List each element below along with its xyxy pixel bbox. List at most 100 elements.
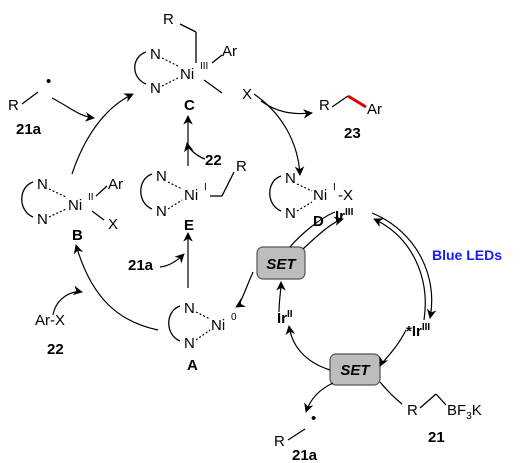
arrow-ir3-to-ir3-excited bbox=[371, 212, 437, 319]
e-ch2-r-bond bbox=[221, 171, 235, 197]
arrow-ir2-to-set1 bbox=[276, 281, 286, 313]
a-ni-ox: 0 bbox=[231, 312, 237, 323]
e-ni: Ni bbox=[184, 187, 198, 204]
c-ni-ar-bond bbox=[211, 54, 223, 64]
arrow-ir3-to-set1 bbox=[289, 211, 336, 248]
arrow-ir3-excited-to-ir3 bbox=[373, 218, 426, 321]
b-ni: Ni bbox=[68, 197, 82, 214]
e-n-top: N bbox=[156, 168, 167, 185]
a-ligand-arc bbox=[168, 305, 181, 342]
r21-r-ch2-bond bbox=[419, 393, 437, 409]
p23-new-c-c-bond bbox=[347, 94, 367, 109]
b-ni-ox: II bbox=[88, 192, 94, 203]
arrow-set1-to-ir3 bbox=[302, 216, 344, 250]
arrow-set2-to-ir2 bbox=[285, 325, 331, 371]
r21a-bottom-r: R bbox=[274, 433, 285, 450]
p23-ar: Ar bbox=[367, 101, 382, 118]
a-dative-bond-1 bbox=[195, 311, 211, 320]
label-21: 21 bbox=[428, 429, 445, 446]
arrow-22-to-c bbox=[183, 142, 206, 160]
ir-iii-excited: *IrIII bbox=[406, 322, 430, 340]
set-box-1-label: SET bbox=[266, 256, 297, 273]
c-dative-bond-1 bbox=[161, 57, 179, 67]
label-c: C bbox=[184, 97, 195, 114]
ir-ii: IrII bbox=[277, 309, 293, 327]
e-r: R bbox=[236, 158, 247, 175]
complex-e: N N Ni I R E bbox=[140, 158, 247, 234]
arrow-21a-to-e bbox=[159, 253, 185, 268]
complex-b: N N Ni II Ar X B bbox=[21, 176, 123, 244]
label-a: A bbox=[187, 357, 198, 374]
d-n-bottom: N bbox=[285, 205, 296, 222]
d-ni-ox: I bbox=[333, 182, 336, 193]
arrow-c-to-d bbox=[253, 93, 305, 176]
arrow-21-into-set2 bbox=[379, 381, 403, 405]
c-ni-x-bond bbox=[203, 79, 223, 94]
b-n-bottom: N bbox=[37, 211, 48, 228]
a-n-top: N bbox=[184, 300, 195, 317]
r21-bf3k: BF3K bbox=[447, 402, 482, 422]
arrow-b-to-c bbox=[71, 93, 134, 175]
set-box-1-bg bbox=[256, 246, 306, 280]
r21a-top-bond bbox=[21, 91, 39, 105]
radical-21a-top: R • 21a bbox=[8, 73, 51, 138]
b-dative-bond-1 bbox=[48, 188, 67, 198]
d-dative-bond-1 bbox=[296, 183, 313, 192]
d-ligand-arc bbox=[269, 175, 282, 212]
c-ch2-r-bond bbox=[179, 23, 197, 33]
set-box-1: SET bbox=[256, 246, 306, 280]
b-ni-x-bond bbox=[91, 210, 105, 221]
arrow-a-to-b bbox=[73, 244, 159, 331]
d-ni: Ni bbox=[313, 187, 327, 204]
c-n-bottom: N bbox=[150, 80, 161, 97]
arrow-d-to-a bbox=[235, 271, 254, 308]
e-ligand-arc bbox=[140, 173, 153, 210]
label-21a-bottom: 21a bbox=[292, 447, 318, 463]
r21-ch2-b-bond bbox=[435, 393, 447, 406]
c-dative-bond-2 bbox=[161, 77, 179, 87]
c-x: X bbox=[242, 86, 252, 103]
arrow-ir3-excited-to-set2 bbox=[379, 329, 407, 367]
d-dash-x: -X bbox=[338, 187, 353, 204]
arrow-21a-into-cycle bbox=[51, 97, 95, 122]
e-n-bottom: N bbox=[156, 203, 167, 220]
label-21a-top: 21a bbox=[16, 121, 42, 138]
blue-leds-label: Blue LEDs bbox=[432, 247, 502, 263]
c-ni: Ni bbox=[180, 66, 194, 83]
c-r: R bbox=[163, 11, 174, 28]
label-23: 23 bbox=[344, 125, 361, 142]
label-e: E bbox=[184, 217, 194, 234]
b-ni-ar-bond bbox=[95, 185, 108, 197]
arrow-set2-release-21a bbox=[304, 382, 334, 413]
a-dative-bond-2 bbox=[195, 329, 211, 341]
label-21a-center: 21a bbox=[128, 257, 154, 274]
product-23: R Ar 23 bbox=[319, 94, 382, 142]
r21a-top-r: R bbox=[8, 97, 19, 114]
set-box-2-label: SET bbox=[340, 362, 371, 379]
ir-iii: IrIII bbox=[335, 207, 354, 225]
arrow-c-release-23 bbox=[260, 100, 313, 119]
a-ni: Ni bbox=[211, 317, 225, 334]
b-dative-bond-2 bbox=[48, 208, 67, 218]
b-x: X bbox=[108, 216, 118, 233]
arrow-arx-into-cycle bbox=[52, 285, 83, 316]
complex-a: N N Ni 0 A bbox=[168, 300, 237, 374]
d-dative-bond-2 bbox=[296, 201, 313, 212]
r21a-top-dot: • bbox=[46, 73, 51, 90]
complex-c: N N Ni III R Ar X C bbox=[134, 11, 252, 114]
b-n-top: N bbox=[37, 176, 48, 193]
b-ar: Ar bbox=[108, 176, 123, 193]
c-n-top: N bbox=[150, 46, 161, 63]
reagent-21: R BF3K 21 bbox=[407, 393, 482, 446]
d-n-top: N bbox=[285, 170, 296, 187]
p23-r-ch2-bond bbox=[331, 95, 349, 108]
e-dative-bond-2 bbox=[167, 199, 183, 210]
e-ni-ox: I bbox=[204, 182, 207, 193]
c-ligand-arc bbox=[134, 51, 147, 85]
b-ligand-arc bbox=[21, 181, 34, 218]
label-22-center: 22 bbox=[205, 152, 222, 169]
c-ni-ox: III bbox=[200, 61, 208, 72]
radical-21a-bottom: R • 21a bbox=[274, 410, 318, 463]
e-dative-bond-1 bbox=[167, 181, 183, 190]
